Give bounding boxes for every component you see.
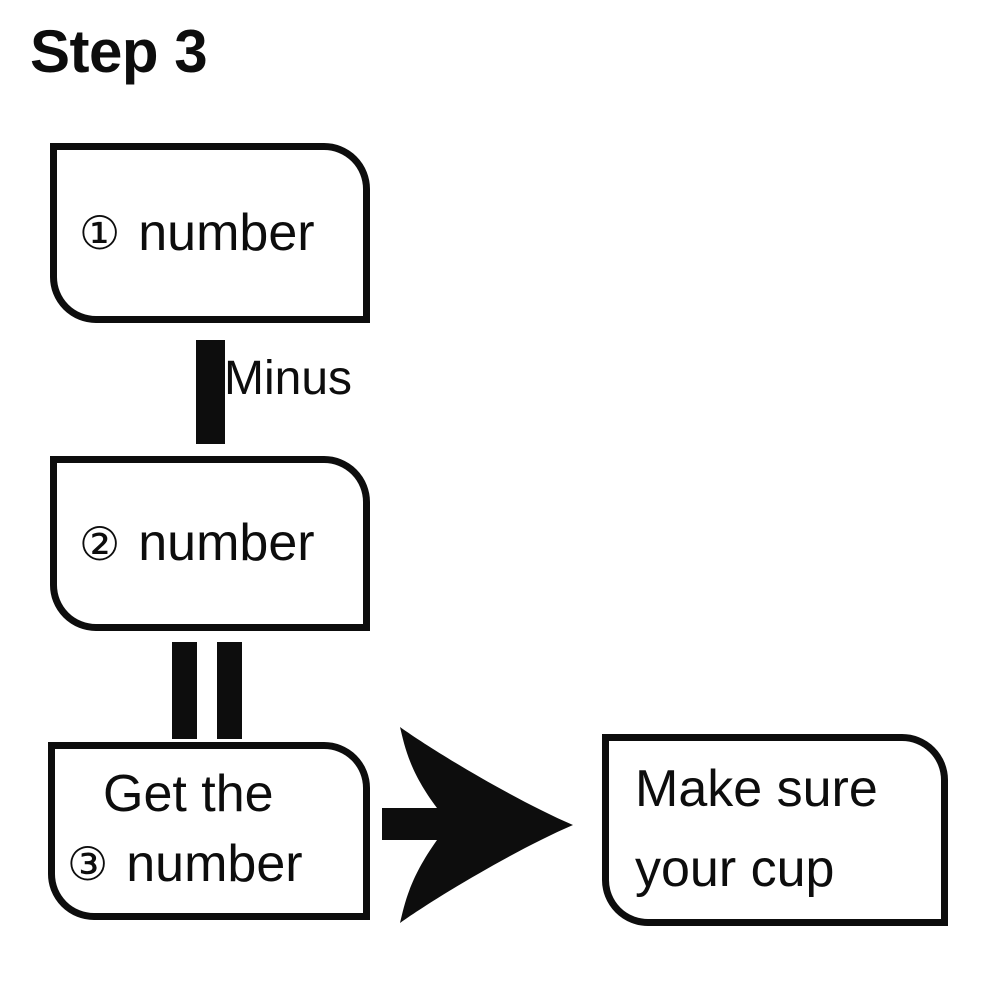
result-number-box-line-one: Get the — [55, 767, 363, 822]
first-number-box-content: ① number — [57, 150, 363, 316]
equals-connector-bar-right-icon — [217, 642, 242, 739]
make-sure-cup-box-line-one: Make sure — [635, 762, 941, 817]
result-number-box[interactable]: Get the ③ number — [48, 742, 370, 920]
second-number-box-content: ② number — [57, 463, 363, 624]
circled-number-2-icon: ② — [79, 516, 121, 571]
first-number-box-label: number — [138, 203, 315, 262]
make-sure-cup-label-top: Make sure — [635, 759, 878, 818]
circled-number-1-icon: ① — [79, 206, 121, 260]
second-number-box-line: ② number — [79, 516, 363, 571]
circled-number-3-icon: ③ — [67, 837, 109, 891]
make-sure-cup-box[interactable]: Make sure your cup — [602, 734, 948, 926]
make-sure-cup-box-line-two: your cup — [635, 842, 941, 897]
first-number-box-line: ① number — [79, 206, 363, 261]
second-number-box-label: number — [138, 514, 315, 573]
first-number-box[interactable]: ① number — [50, 143, 370, 323]
minus-connector-label: Minus — [224, 352, 353, 405]
make-sure-cup-label-bottom: your cup — [635, 839, 835, 898]
minus-connector-bar-icon — [196, 340, 225, 444]
page-title: Step 3 — [30, 18, 208, 85]
result-number-box-line-two: ③ number — [55, 837, 363, 892]
result-number-box-content: Get the ③ number — [55, 749, 363, 913]
make-sure-cup-box-content: Make sure your cup — [609, 741, 941, 919]
equals-connector-bar-left-icon — [172, 642, 197, 739]
second-number-box[interactable]: ② number — [50, 456, 370, 631]
result-number-box-label-bottom: number — [126, 834, 303, 893]
right-arrow-connector-icon — [382, 727, 573, 923]
result-number-box-label-top: Get the — [103, 764, 274, 823]
